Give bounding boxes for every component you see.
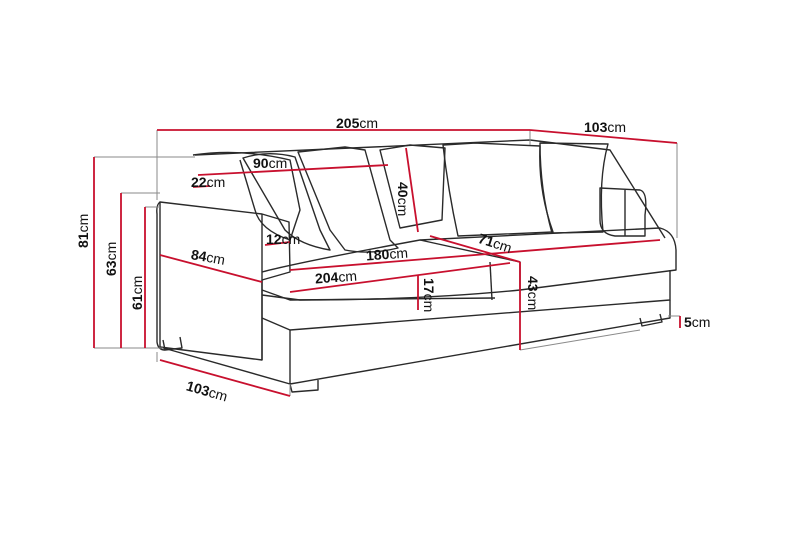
dim-arm-height: 61cm [129, 275, 145, 310]
dim-back-height: 63cm [103, 241, 119, 276]
dim-total-depth: 103cm [584, 119, 627, 135]
dim-front-width: 204cm [314, 267, 358, 287]
dim-leg-height: 5cm [684, 314, 711, 330]
dim-backrest-height: 40cm [395, 182, 411, 217]
dim-seat-width: 180cm [365, 244, 409, 264]
sofa-outline [156, 139, 677, 393]
dim-seat-height: 43cm [525, 276, 541, 311]
dim-total-width: 205cm [336, 115, 379, 131]
dim-back-pillow-thickness: 22cm [191, 174, 226, 190]
dim-total-height: 81cm [75, 213, 91, 248]
dim-cushion-thickness: 17cm [421, 278, 437, 313]
extension-lines [94, 130, 680, 396]
dim-back-pillow-width: 90cm [253, 155, 288, 171]
dimension-lines [93, 129, 681, 397]
dim-arm-width: 12cm [266, 231, 301, 247]
